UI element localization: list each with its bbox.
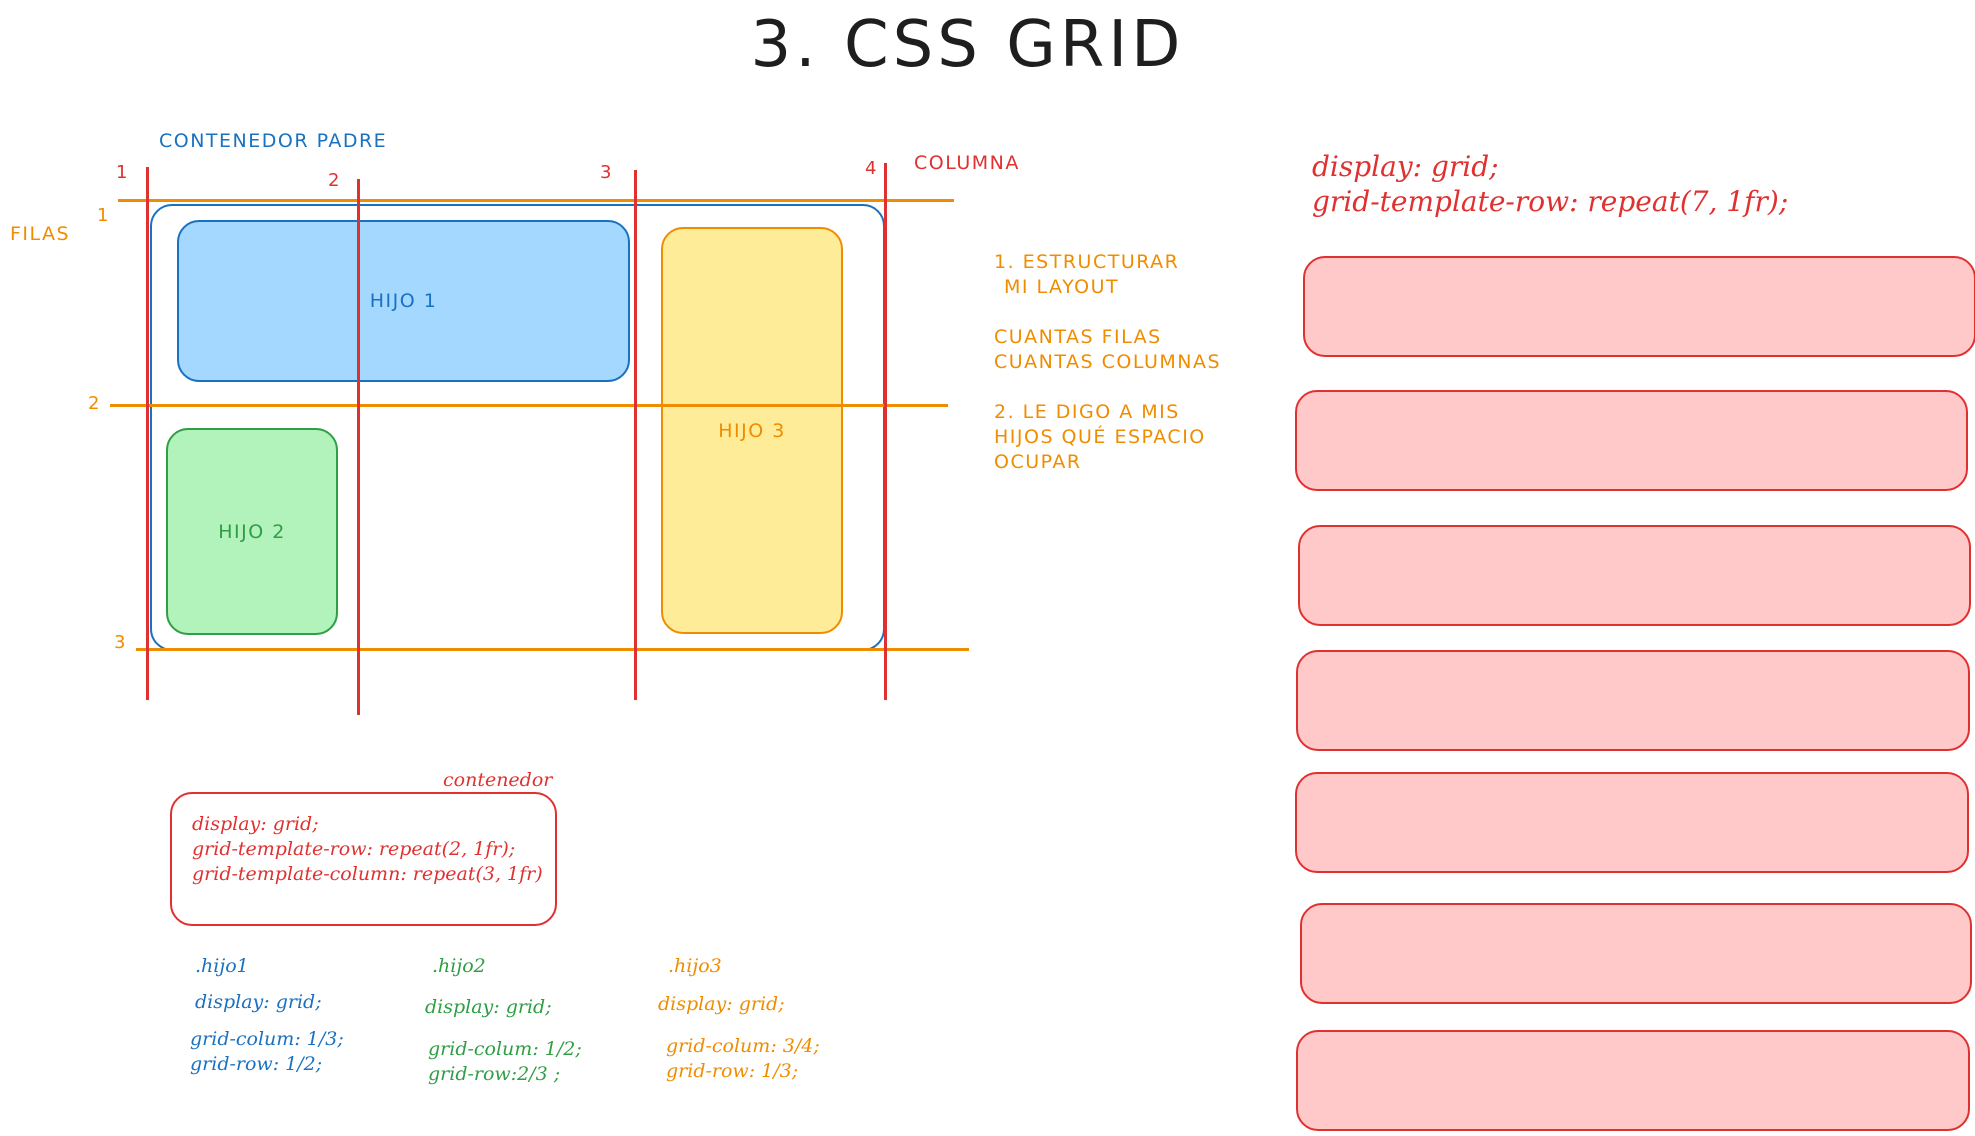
step-1-line-1: 1. ESTRUCTURAR — [994, 251, 1180, 273]
hijo1-column: grid-colum: 1/3; — [190, 1028, 344, 1050]
child-2-box: HIJO 2 — [166, 428, 338, 635]
container-code-box: display: grid; grid-template-row: repeat… — [170, 792, 557, 926]
row-number-2: 2 — [88, 393, 100, 414]
child-1-label: HIJO 1 — [369, 290, 438, 312]
child-3-box: HIJO 3 — [661, 227, 843, 634]
hijo2-row: grid-row:2/3 ; — [428, 1063, 561, 1085]
hijo3-column: grid-colum: 3/4; — [666, 1035, 820, 1057]
container-code-line-2: grid-template-row: repeat(2, 1fr); — [192, 838, 516, 860]
hijo1-row: grid-row: 1/2; — [190, 1053, 323, 1075]
example-row-6 — [1300, 903, 1972, 1004]
step-1-line-2: MI LAYOUT — [1004, 276, 1120, 298]
column-line-1 — [146, 167, 149, 700]
container-code-line-1: display: grid; — [192, 813, 319, 835]
row-line-3 — [136, 648, 969, 651]
child-3-label: HIJO 3 — [718, 419, 786, 442]
column-line-4 — [884, 163, 887, 700]
example-line-2: grid-template-row: repeat(7, 1fr); — [1312, 185, 1789, 218]
row-number-3: 3 — [114, 632, 126, 653]
column-number-2: 2 — [328, 170, 340, 191]
container-label: CONTENEDOR PADRE — [159, 130, 388, 152]
example-row-5 — [1295, 772, 1969, 873]
step-2-line-3: OCUPAR — [994, 451, 1082, 473]
column-number-4: 4 — [865, 158, 877, 179]
hijo1-display: display: grid; — [195, 991, 322, 1013]
column-line-3 — [634, 170, 637, 700]
question-rows: CUANTAS FILAS — [994, 326, 1162, 348]
example-row-3 — [1298, 525, 1971, 626]
hijo3-display: display: grid; — [658, 993, 785, 1015]
row-line-2 — [110, 404, 948, 407]
child-1-box: HIJO 1 — [177, 220, 630, 382]
page-title: 3. CSS GRID — [750, 8, 1185, 82]
step-2-line-1: 2. LE DIGO A MIS — [994, 401, 1180, 423]
hijo3-selector: .hijo3 — [668, 955, 722, 977]
row-line-1 — [118, 199, 954, 202]
rows-label: FILAS — [10, 223, 71, 245]
column-number-1: 1 — [116, 162, 128, 183]
container-code-line-3: grid-template-column: repeat(3, 1fr) — [192, 863, 543, 885]
hijo2-display: display: grid; — [425, 996, 552, 1018]
example-row-4 — [1296, 650, 1970, 751]
container-code-label: contenedor — [443, 769, 553, 791]
hijo2-column: grid-colum: 1/2; — [428, 1038, 582, 1060]
example-row-2 — [1295, 390, 1968, 491]
row-number-1: 1 — [97, 205, 109, 226]
column-line-2 — [357, 179, 360, 715]
hijo3-row: grid-row: 1/3; — [666, 1060, 799, 1082]
example-row-7 — [1296, 1030, 1970, 1131]
step-2-line-2: HIJOS QUÉ ESPACIO — [994, 426, 1206, 448]
hijo2-selector: .hijo2 — [432, 955, 486, 977]
column-number-3: 3 — [600, 162, 612, 183]
hijo1-selector: .hijo1 — [195, 955, 249, 977]
example-row-1 — [1303, 256, 1975, 357]
child-2-label: HIJO 2 — [218, 520, 286, 543]
question-columns: CUANTAS COLUMNAS — [994, 351, 1222, 373]
example-line-1: display: grid; — [1312, 150, 1499, 183]
column-label: COLUMNA — [914, 152, 1020, 174]
